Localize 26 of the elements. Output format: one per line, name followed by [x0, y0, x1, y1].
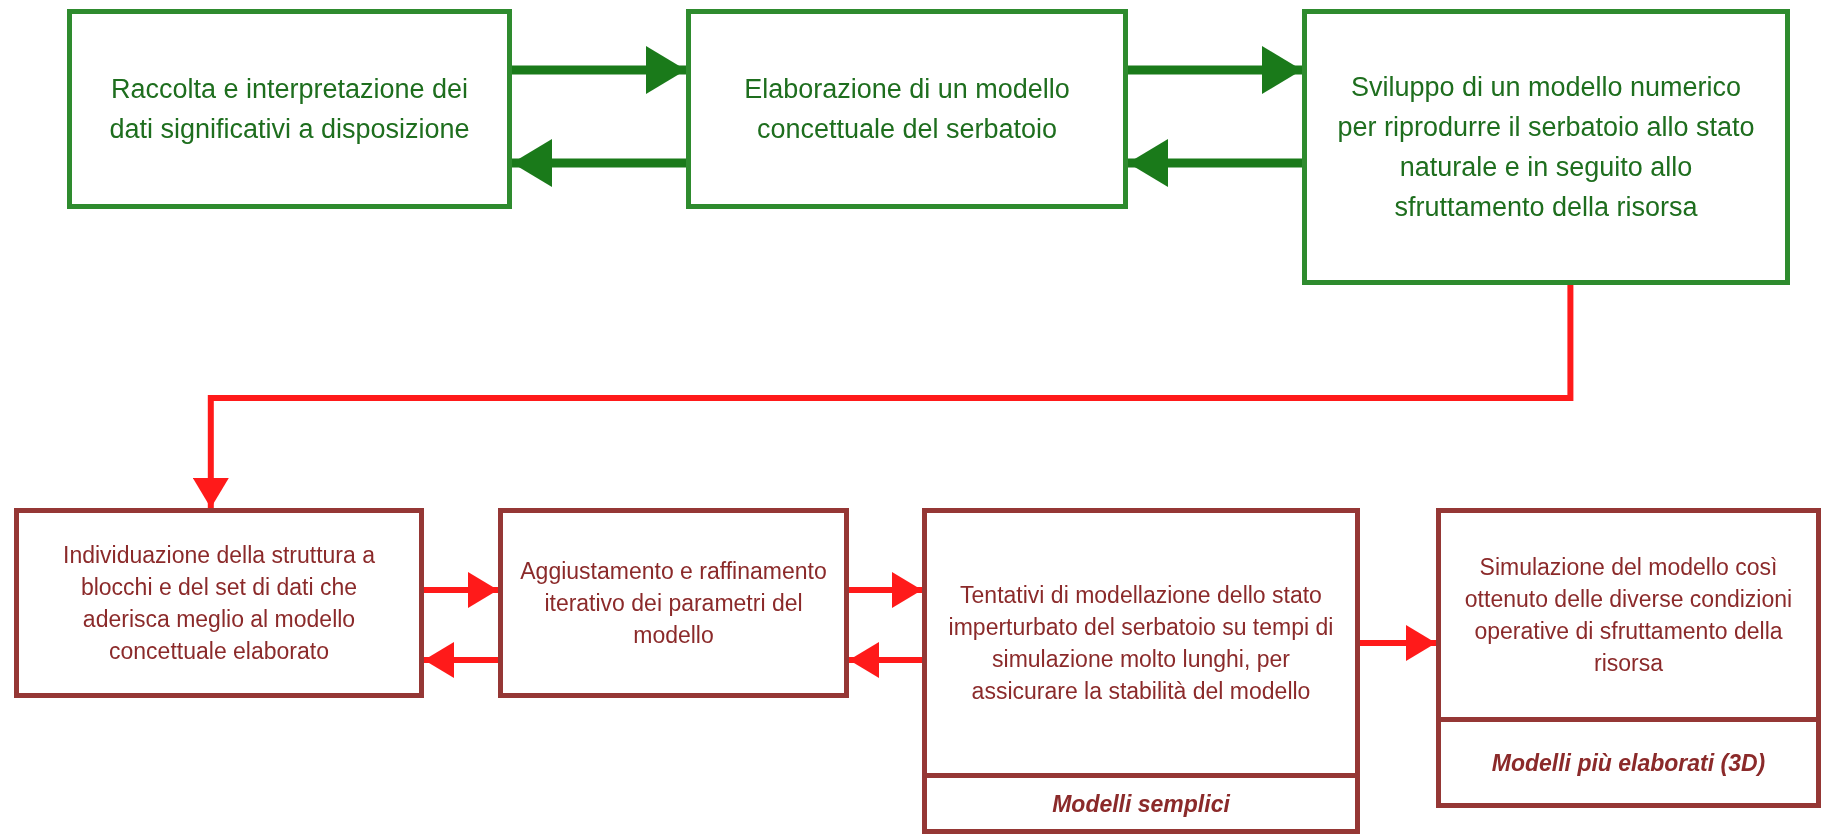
arrow — [512, 139, 686, 187]
box-text: Aggiustamento e raffinamento iterativo dei parametri del modello — [519, 557, 828, 650]
process-box — [1436, 508, 1821, 808]
box-text: Raccolta e interpretazione dei dati significativi a disposizione — [108, 73, 471, 146]
arrow — [1128, 46, 1302, 94]
arrow — [1128, 139, 1302, 187]
process-box — [67, 9, 512, 209]
process-box — [922, 508, 1360, 834]
arrow — [424, 572, 498, 608]
arrow — [512, 46, 686, 94]
arrow — [849, 572, 922, 608]
arrow — [424, 642, 498, 678]
process-box — [686, 9, 1128, 209]
arrow — [192, 285, 1574, 508]
box-footer-text: Modelli più elaborati (3D) — [1491, 748, 1766, 778]
box-text: Individuazione della struttura a blocchi e del set di dati che aderisca meglio al modello concettuale elaborato — [62, 541, 376, 666]
process-box — [14, 508, 424, 698]
arrow — [849, 642, 922, 678]
arrow — [1360, 625, 1436, 661]
box-text: Elaborazione di un modello concettuale del serbatoio — [743, 73, 1071, 146]
box-text: Tentativi di modellazione dello stato imperturbato del serbatoio su tempi di simulazione molto lunghi, per assicurare la stabilità del modello — [947, 581, 1335, 706]
box-text: Simulazione del modello così ottenuto delle diverse condizioni operative di sfruttamento della risorsa — [1463, 553, 1794, 678]
box-text: Sviluppo di un modello numerico per riprodurre il serbatoio allo stato naturale e in seguito allo sfruttamento della risorsa — [1336, 71, 1756, 224]
process-box — [498, 508, 849, 698]
box-footer-text: Modelli semplici — [1052, 789, 1230, 819]
process-box — [1302, 9, 1790, 285]
